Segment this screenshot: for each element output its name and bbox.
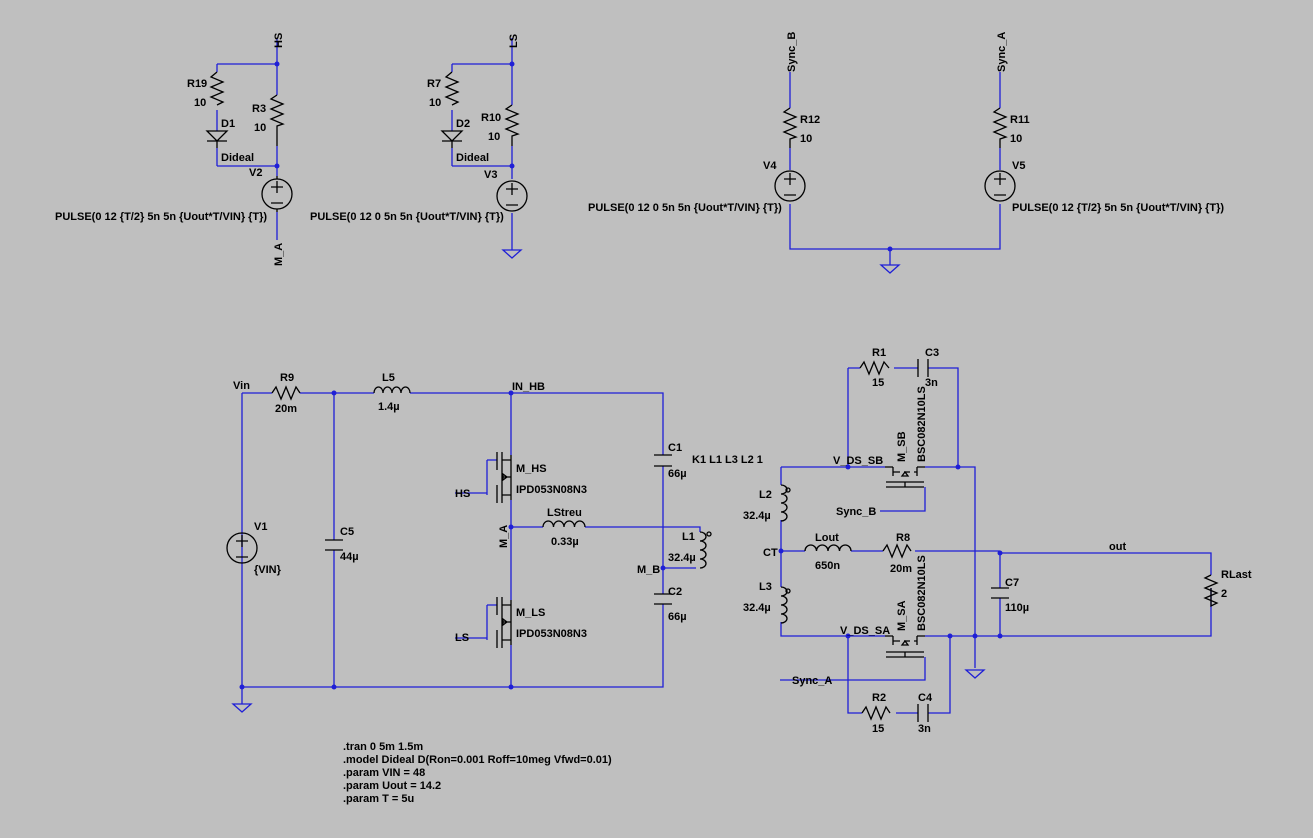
r9-name: R9: [280, 372, 294, 384]
c3-value: 3n: [925, 377, 938, 389]
r7-value: 10: [429, 97, 441, 109]
net-label-ls-gate: LS: [455, 632, 469, 644]
r7-name: R7: [427, 78, 441, 90]
r2-value: 15: [872, 723, 884, 735]
m-sa-name: M_SA: [896, 600, 908, 631]
r8-value: 20m: [890, 563, 912, 575]
rlast-value: 2: [1221, 588, 1227, 600]
k1-directive: K1 L1 L3 L2 1: [692, 454, 763, 466]
m-hs-model: IPD053N08N3: [516, 484, 587, 496]
m-ls-model: IPD053N08N3: [516, 628, 587, 640]
m-ls-name: M_LS: [516, 607, 545, 619]
c4-value: 3n: [918, 723, 931, 735]
m-sb-name: M_SB: [896, 431, 908, 462]
directive-line: .param VIN = 48: [343, 767, 425, 779]
lstreu-name: LStreu: [547, 507, 582, 519]
c2-value: 66µ: [668, 611, 687, 623]
driver-hs: HS R19 10 R3 10 D1 Dideal V2 PULSE(0 12 …: [55, 33, 293, 266]
lout-value: 650n: [815, 560, 840, 572]
v3-value: PULSE(0 12 0 5n 5n {Uout*T/VIN} {T}): [310, 211, 504, 223]
d2-model: Dideal: [456, 152, 489, 164]
rlast-name: RLast: [1221, 569, 1252, 581]
v1-name: V1: [254, 521, 267, 533]
c7-value: 110µ: [1005, 602, 1029, 614]
r10-name: R10: [481, 112, 501, 124]
v4-value: PULSE(0 12 0 5n 5n {Uout*T/VIN} {T}): [588, 202, 782, 214]
r12-value: 10: [800, 133, 812, 145]
directive-line: .param T = 5u: [343, 793, 414, 805]
l2-name: L2: [759, 489, 772, 501]
r3-name: R3: [252, 103, 266, 115]
lout-name: Lout: [815, 532, 839, 544]
net-label-hs: HS: [273, 33, 285, 48]
net-label-m-a-top: M_A: [273, 243, 285, 266]
v5-value: PULSE(0 12 {T/2} 5n 5n {Uout*T/VIN} {T}): [1012, 202, 1224, 214]
net-label-m-b: M_B: [637, 564, 660, 576]
net-label-vin: Vin: [233, 380, 250, 392]
r19-name: R19: [187, 78, 207, 90]
l5-name: L5: [382, 372, 395, 384]
secondary-stage: R1 15 C3 3n M_SB BSC082N10LS V_DS_SB L2 …: [743, 347, 1252, 735]
c5-value: 44µ: [340, 551, 359, 563]
r10-value: 10: [488, 131, 500, 143]
directive-line: .param Uout = 14.2: [343, 780, 441, 792]
net-label-in-hb: IN_HB: [512, 381, 545, 393]
spice-directives: .tran 0 5m 1.5m .model Dideal D(Ron=0.00…: [343, 741, 612, 805]
driver-sync: Sync_B Sync_A R12 10 R11 10 V4 PULSE(0 1…: [588, 32, 1224, 274]
directive-line: .tran 0 5m 1.5m: [343, 741, 423, 753]
net-label-sync-a-gate: Sync_A: [792, 675, 832, 687]
r11-value: 10: [1010, 133, 1022, 145]
net-label-m-a: M_A: [498, 525, 510, 548]
l5-value: 1.4µ: [378, 401, 400, 413]
net-label-v-ds-sb: V_DS_SB: [833, 455, 883, 467]
net-label-sync-a: Sync_A: [996, 32, 1008, 72]
r1-name: R1: [872, 347, 886, 359]
net-label-sync-b: Sync_B: [786, 32, 798, 72]
driver-ls: LS R7 10 R10 10 D2 Dideal V3 PULSE(0 12 …: [310, 34, 528, 259]
c7-name: C7: [1005, 577, 1019, 589]
c2-name: C2: [668, 586, 682, 598]
c5-name: C5: [340, 526, 354, 538]
net-label-hs-gate: HS: [455, 488, 470, 500]
l3-name: L3: [759, 581, 772, 593]
net-label-ct: CT: [763, 547, 778, 559]
r19-value: 10: [194, 97, 206, 109]
r1-value: 15: [872, 377, 884, 389]
net-label-ls: LS: [508, 34, 520, 48]
c1-value: 66µ: [668, 468, 687, 480]
m-sa-model: BSC082N10LS: [916, 555, 928, 631]
v5-name: V5: [1012, 160, 1025, 172]
v2-value: PULSE(0 12 {T/2} 5n 5n {Uout*T/VIN} {T}): [55, 211, 267, 223]
d1-name: D1: [221, 118, 235, 130]
r2-name: R2: [872, 692, 886, 704]
v4-name: V4: [763, 160, 777, 172]
c1-name: C1: [668, 442, 682, 454]
r3-value: 10: [254, 122, 266, 134]
r9-value: 20m: [275, 403, 297, 415]
d2-name: D2: [456, 118, 470, 130]
r8-name: R8: [896, 532, 910, 544]
net-label-v-ds-sa: V_DS_SA: [840, 625, 890, 637]
m-sb-model: BSC082N10LS: [916, 386, 928, 462]
m-hs-name: M_HS: [516, 463, 547, 475]
v1-value: {VIN}: [254, 564, 282, 576]
power-stage: Vin R9 20m L5 1.4µ IN_HB V1 {VIN} C5 44µ…: [226, 372, 763, 713]
l1-name: L1: [682, 531, 695, 543]
v3-name: V3: [484, 169, 497, 181]
directive-line: .model Dideal D(Ron=0.001 Roff=10meg Vfw…: [343, 754, 612, 766]
v2-name: V2: [249, 167, 262, 179]
l3-value: 32.4µ: [743, 602, 771, 614]
c3-name: C3: [925, 347, 939, 359]
r12-name: R12: [800, 114, 820, 126]
l1-value: 32.4µ: [668, 552, 696, 564]
r11-name: R11: [1010, 114, 1030, 126]
l2-value: 32.4µ: [743, 510, 771, 522]
c4-name: C4: [918, 692, 933, 704]
d1-model: Dideal: [221, 152, 254, 164]
net-label-sync-b-gate: Sync_B: [836, 506, 876, 518]
lstreu-value: 0.33µ: [551, 536, 579, 548]
net-label-out: out: [1109, 541, 1126, 553]
